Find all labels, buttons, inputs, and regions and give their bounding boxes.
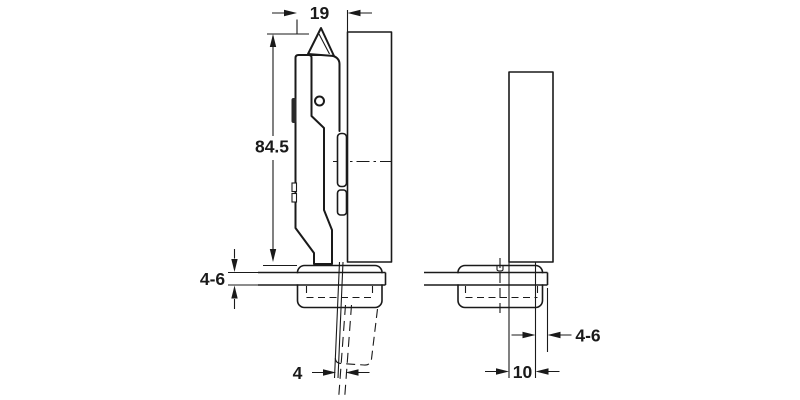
cup-flange-notch <box>496 266 504 272</box>
dimension-4-6-left: 4-6 <box>200 249 258 309</box>
cabinet-panel-front <box>346 31 393 263</box>
shelf-edges <box>424 271 549 286</box>
dim-label-4-6-left: 4-6 <box>200 269 226 289</box>
bottom-shelf-front <box>258 271 387 286</box>
hinge-lever-inner-line <box>318 33 330 55</box>
dim-label-10: 10 <box>513 362 533 382</box>
mounting-clip <box>291 98 297 123</box>
dimension-19: 19 <box>272 3 372 34</box>
door-side-plate-lower <box>336 189 348 216</box>
door-side-plate-upper <box>336 132 348 188</box>
dim-label-19: 19 <box>310 3 330 23</box>
cabinet-panel-side <box>508 71 554 263</box>
adjustment-tab-1 <box>291 182 298 193</box>
dim-label-84-5: 84.5 <box>255 137 289 157</box>
hinge-lever-tip <box>307 27 335 57</box>
adjustment-tab-2 <box>291 192 298 203</box>
dimension-4: 4 <box>293 363 370 383</box>
side-section-view: 10 4-6 <box>424 71 601 382</box>
hinge-arm <box>291 27 348 265</box>
bottom-shelf-side <box>424 271 549 286</box>
front-section-view: 19 84.5 4-6 4 <box>200 3 393 400</box>
dim-label-4-6-right: 4-6 <box>575 326 601 346</box>
screw-hole <box>314 95 325 107</box>
hinge-plate-outline <box>294 54 333 265</box>
dimension-10: 10 <box>485 362 560 382</box>
dim-label-4: 4 <box>293 363 303 383</box>
shelf-edges <box>258 271 387 286</box>
shelf-body <box>258 273 386 285</box>
cup-hidden-lines-side <box>464 286 539 299</box>
extension-lines <box>508 262 549 378</box>
shelf-body <box>424 273 548 285</box>
cup-hidden-lines-front <box>305 286 374 299</box>
dimension-84-5: 84.5 <box>255 33 309 267</box>
door-swing-dashed <box>334 304 379 400</box>
dimension-4-6-right: 4-6 <box>511 326 601 346</box>
